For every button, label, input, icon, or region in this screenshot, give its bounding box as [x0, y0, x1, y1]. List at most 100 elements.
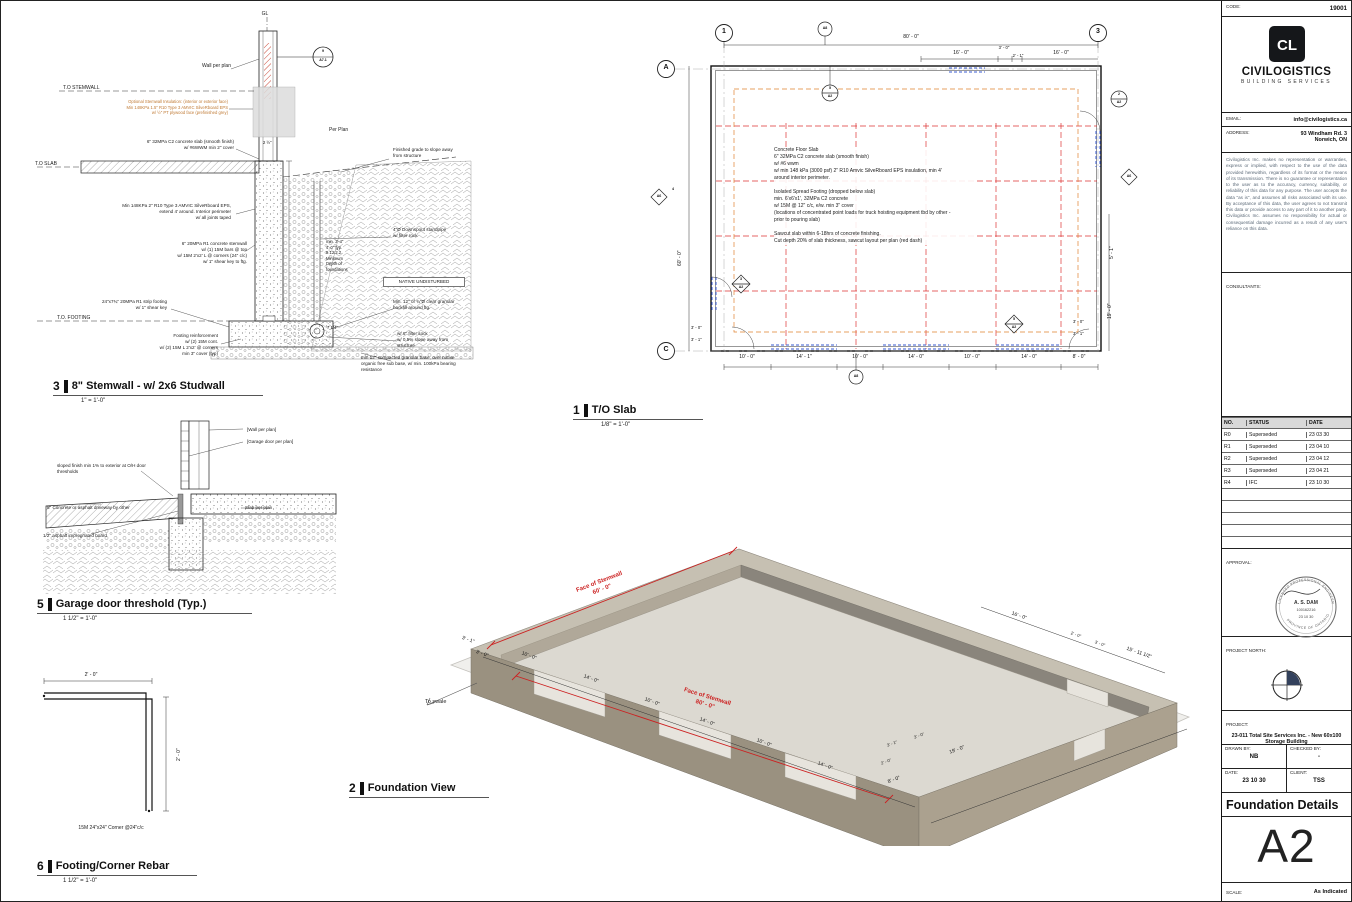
address-section: ADDRESS: 93 Windham Rd. 3 Norwich, ON — [1222, 127, 1351, 153]
sheet-title-section: Foundation Details — [1222, 793, 1351, 817]
d5-driveway-note: 8" Concrete or asphalt driveway by other — [47, 505, 130, 510]
corner-rebar-drawing — [42, 678, 169, 813]
foundation-3d-drawing — [426, 546, 1191, 846]
revision-row-empty — [1222, 489, 1351, 501]
d1-title: 1 T/O Slab — [573, 403, 636, 417]
logo-section: CL CIVILOGISTICS BUILDING SERVICES — [1222, 17, 1351, 113]
granular-base-hatch — [210, 346, 474, 360]
disclaimer-section: Civilogistics Inc. makes no representati… — [1222, 153, 1351, 273]
svg-text:CL: CL — [1277, 37, 1297, 54]
d3-per-plan-label: Per Plan — [329, 127, 349, 133]
red-dimension-lines — [486, 546, 894, 804]
d3-downspout-note: 4"Ø Downspout standpipe w/ filter rock — [393, 227, 447, 239]
svg-text:23 10 30: 23 10 30 — [1299, 615, 1314, 619]
revision-header-date: DATE — [1309, 420, 1323, 426]
d1-dim-br-1: 3' - 1" — [1073, 331, 1084, 336]
disclaimer-text: Civilogistics Inc. makes no representati… — [1226, 157, 1347, 231]
d5-scale: 1 1/2" = 1'-0" — [63, 616, 98, 622]
d2-title-text: Foundation View — [367, 782, 456, 794]
d6-title: 6 Footing/Corner Rebar — [37, 859, 169, 873]
d3-title: 3 8" Stemwall - w/ 2x6 Studwall — [53, 379, 225, 393]
subgrade-hatch — [43, 550, 336, 594]
d5-title-bar — [47, 597, 52, 611]
d3-footing-reinforcement-note: Footing reinforcement w/ (2) 15M cont. w… — [159, 333, 218, 357]
d1-dim-right-2: 19' - 0" — [1107, 303, 1113, 319]
rebar-end-dot — [42, 694, 46, 698]
d1-diamond-a6-right: A6 — [1126, 174, 1132, 178]
d3-dim-2half: 2 ½" — [263, 140, 272, 145]
d1-dim-bottom-3: 14' - 0" — [908, 354, 924, 360]
project-north-label: PROJECT NORTH: — [1226, 648, 1267, 653]
brand-subtitle: BUILDING SERVICES — [1240, 79, 1332, 85]
d1-marker2-sheet: A2 — [1116, 100, 1122, 104]
approval-section: APPROVAL: LICENSED PROFESSIONAL ENGINEER… — [1222, 549, 1351, 638]
d3-stemwall-note: 6" 20MPa R1 concrete stemwall w/ (1) 15M… — [177, 241, 247, 265]
d5-title-underline — [37, 613, 252, 614]
signature-stroke — [1283, 588, 1321, 596]
d1-title-number: 1 — [573, 403, 580, 417]
d3-depth-note: min. 3'-4" 4'-0" typ. 9.12.2.2. Minimum … — [326, 239, 348, 272]
revision-row: R4 IFC 23 10 30 — [1222, 477, 1351, 489]
d1-grid-bubble-3: 3 — [1096, 28, 1100, 35]
d1-grid-bubble-1: 1 — [722, 28, 726, 35]
client-value: TSS — [1313, 778, 1325, 784]
d2-title-number: 2 — [349, 781, 356, 795]
revision-table: NO. STATUS DATE R0 Superseded 23 03 30 R… — [1222, 417, 1351, 549]
rebar-end-dot2 — [147, 809, 151, 813]
d1-dim-bottom-4: 10' - 0" — [964, 354, 980, 360]
revision-row-empty — [1222, 501, 1351, 513]
code-value: 19001 — [1329, 5, 1347, 12]
date-client-section: DATE: 23 10 30 CLIENT: TSS — [1222, 769, 1351, 793]
project-north-section: PROJECT NORTH: — [1222, 637, 1351, 711]
code-label: CODE: — [1226, 4, 1241, 9]
drawn-by-label: DRAWN BY: — [1225, 746, 1251, 751]
d3-title-bar — [63, 379, 68, 393]
d3-scale: 1" = 1'-0" — [81, 398, 106, 404]
drawn-by-cell: DRAWN BY: NB — [1222, 745, 1286, 768]
d1-dim-left: 60' - 0" — [677, 250, 683, 266]
d1-marker3-num: 3 — [740, 277, 742, 281]
d3-wall-per-plan-label: Wall per plan — [202, 63, 231, 69]
granular-under-slab — [203, 514, 336, 542]
revision-row-empty — [1222, 525, 1351, 537]
d3-native-undisturbed-label: NATIVE UNDISTURBED — [383, 277, 465, 288]
d5-title: 5 Garage door threshold (Typ.) — [37, 597, 206, 611]
project-section: PROJECT: 23-011 Total Site Services Inc.… — [1222, 711, 1351, 745]
optional-insulation-zone — [252, 86, 296, 138]
d3-optional-insulation-note: Optional Stemwall Insulation: (interior … — [126, 99, 229, 116]
date-cell: DATE: 23 10 30 — [1222, 769, 1286, 792]
d5-garage-door-label: [Garage door per plan] — [247, 439, 294, 444]
d5-slab-per-plan-label: Slab per plan — [245, 505, 273, 510]
finished-grade-line — [282, 156, 457, 178]
d3-title-text: 8" Stemwall - w/ 2x6 Studwall — [71, 380, 225, 392]
d3-slab-note: 6" 32MPa C2 concrete slab (smooth finish… — [146, 139, 234, 151]
revision-row: R2 Superseded 23 04 12 — [1222, 453, 1351, 465]
d2-to-swale-label: To swale — [425, 699, 447, 705]
civilogistics-logo-icon: CL — [1268, 26, 1305, 62]
drawn-checked-section: DRAWN BY: NB CHECKED BY: - — [1222, 745, 1351, 769]
d3-strip-footing-note: 24"x7¾" 20MPa R1 strip footing w/ 1" she… — [101, 299, 167, 311]
d1-dim-bottom-5: 14' - 0" — [1021, 354, 1037, 360]
scale-section: SCALE: As Indicated — [1222, 883, 1351, 901]
scale-value: As Indicated — [1313, 889, 1347, 895]
client-cell: CLIENT: TSS — [1286, 769, 1351, 792]
d3-dim-7quarter: 7 1/4" — [327, 325, 338, 330]
d5-wall-per-plan-label: [Wall per plan] — [247, 427, 277, 432]
checked-by-cell: CHECKED BY: - — [1286, 745, 1351, 768]
d1-dim-bottom-1: 14' - 1" — [796, 354, 812, 360]
brand-name: CIVILOGISTICS — [1241, 66, 1332, 78]
d1-grid-bubble-a: A — [663, 64, 669, 71]
d5-sloped-finish-note: sloped finish min 1% to exterior at O/H … — [57, 463, 146, 475]
checked-by-value: - — [1318, 754, 1320, 760]
north-arrow-icon — [1270, 669, 1303, 701]
d1-dim-right-1: 5' - 1" — [1109, 246, 1115, 259]
d1-dim-bl-1: 3' - 1" — [691, 337, 702, 342]
svg-text:A. S. DAM: A. S. DAM — [1294, 600, 1318, 606]
door-opening-lines — [711, 67, 1101, 350]
d1-dim-top2-1: 3' - 0" — [998, 45, 1010, 50]
d6-title-text: Footing/Corner Rebar — [55, 860, 170, 872]
date-value: 23 10 30 — [1242, 778, 1266, 784]
d3-to-footing-label: T.O. FOOTING — [57, 315, 91, 321]
d3-granular-base-note: min 12" compacted granular base, over na… — [361, 355, 456, 373]
